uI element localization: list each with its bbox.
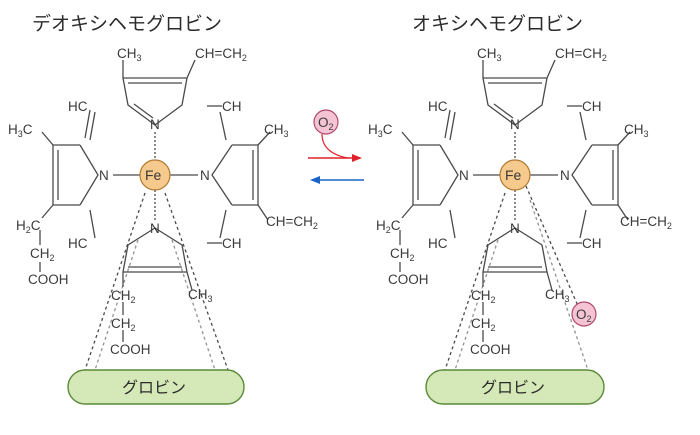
pyrrole-left: [52, 144, 99, 206]
ch-top: CH: [222, 99, 242, 114]
pyrrole-right: [571, 144, 619, 206]
globin-label-oxy: グロビン: [481, 378, 545, 397]
deoxy-labels: CH3 CH=CH2 HC CH H3C CH3 N N N N CH=CH2 …: [8, 46, 318, 357]
svg-text:Fe: Fe: [145, 167, 162, 183]
deoxy-title: デオキシヘモグロビン: [32, 13, 222, 35]
n-bottom: N: [150, 221, 160, 236]
o2-bound: O2: [571, 301, 597, 327]
pyrrole-left: [412, 144, 459, 206]
cooh-bottom: COOH: [110, 342, 151, 357]
vinyl-right: CH=CH2: [266, 214, 318, 231]
svg-text:O2: O2: [576, 307, 592, 324]
n-right: N: [560, 168, 570, 183]
ch2-bottom-2: CH2: [111, 316, 136, 333]
oxy-labels: CH3 CH=CH2 HC CH H3C CH3 N N N N CH=CH2 …: [368, 46, 672, 357]
fe-atom-deoxy: Fe: [139, 159, 171, 191]
hc-top: HC: [68, 99, 88, 114]
hc-bottom: HC: [68, 236, 88, 251]
svg-text:Fe: Fe: [505, 167, 522, 183]
cooh-left: COOH: [388, 272, 429, 287]
ch3-right: CH3: [264, 122, 289, 139]
o2-binding-curve: [321, 133, 349, 159]
ch-bottom: CH: [582, 236, 602, 251]
ch3-top: CH3: [117, 46, 142, 63]
reaction-arrows: O2: [308, 109, 364, 184]
deoxy-heme: [39, 59, 271, 371]
ch3-top: CH3: [477, 46, 502, 63]
o2-reactant: O2: [313, 109, 339, 135]
n-bottom: N: [510, 221, 520, 236]
oxy-heme: [399, 59, 631, 371]
ch-top: CH: [582, 99, 602, 114]
pyrrole-bottom: [482, 227, 548, 273]
vinyl-right: CH=CH2: [620, 214, 672, 231]
n-top: N: [150, 117, 160, 132]
n-left: N: [99, 168, 109, 183]
reverse-arrowhead: [310, 176, 320, 184]
cooh-bottom: COOH: [470, 342, 511, 357]
pyrrole-bottom: [122, 227, 188, 273]
ch2-left: CH2: [390, 246, 415, 263]
svg-text:O2: O2: [318, 115, 334, 132]
cooh-left: COOH: [28, 272, 69, 287]
h3c-left: H3C: [8, 122, 33, 139]
vinyl-top: CH=CH2: [195, 46, 247, 63]
h2c-left: H2C: [16, 218, 41, 235]
n-top: N: [510, 117, 520, 132]
vinyl-top: CH=CH2: [555, 46, 607, 63]
h3c-left: H3C: [368, 122, 393, 139]
ch3-right: CH3: [624, 122, 649, 139]
fe-atom-oxy: Fe: [499, 159, 531, 191]
ch3-bottom: CH3: [545, 287, 570, 304]
globin-deoxy: グロビン: [67, 369, 245, 405]
ch-bottom: CH: [222, 236, 242, 251]
n-left: N: [459, 168, 469, 183]
ch2-bottom-1: CH2: [471, 288, 496, 305]
oxy-title: オキシヘモグロビン: [412, 13, 583, 35]
pyrrole-top: [482, 77, 548, 126]
globin-oxy: グロビン: [425, 369, 605, 405]
hc-top: HC: [428, 99, 448, 114]
h2c-left: H2C: [376, 218, 401, 235]
ch2-bottom-1: CH2: [111, 288, 136, 305]
pyrrole-top: [122, 77, 188, 126]
pyrrole-right: [211, 144, 259, 206]
ch2-left: CH2: [30, 246, 55, 263]
ch2-bottom-2: CH2: [471, 316, 496, 333]
globin-label-deoxy: グロビン: [122, 378, 186, 397]
hc-bottom: HC: [428, 236, 448, 251]
n-right: N: [200, 168, 210, 183]
ch3-bottom: CH3: [188, 287, 213, 304]
forward-arrowhead: [352, 154, 362, 162]
